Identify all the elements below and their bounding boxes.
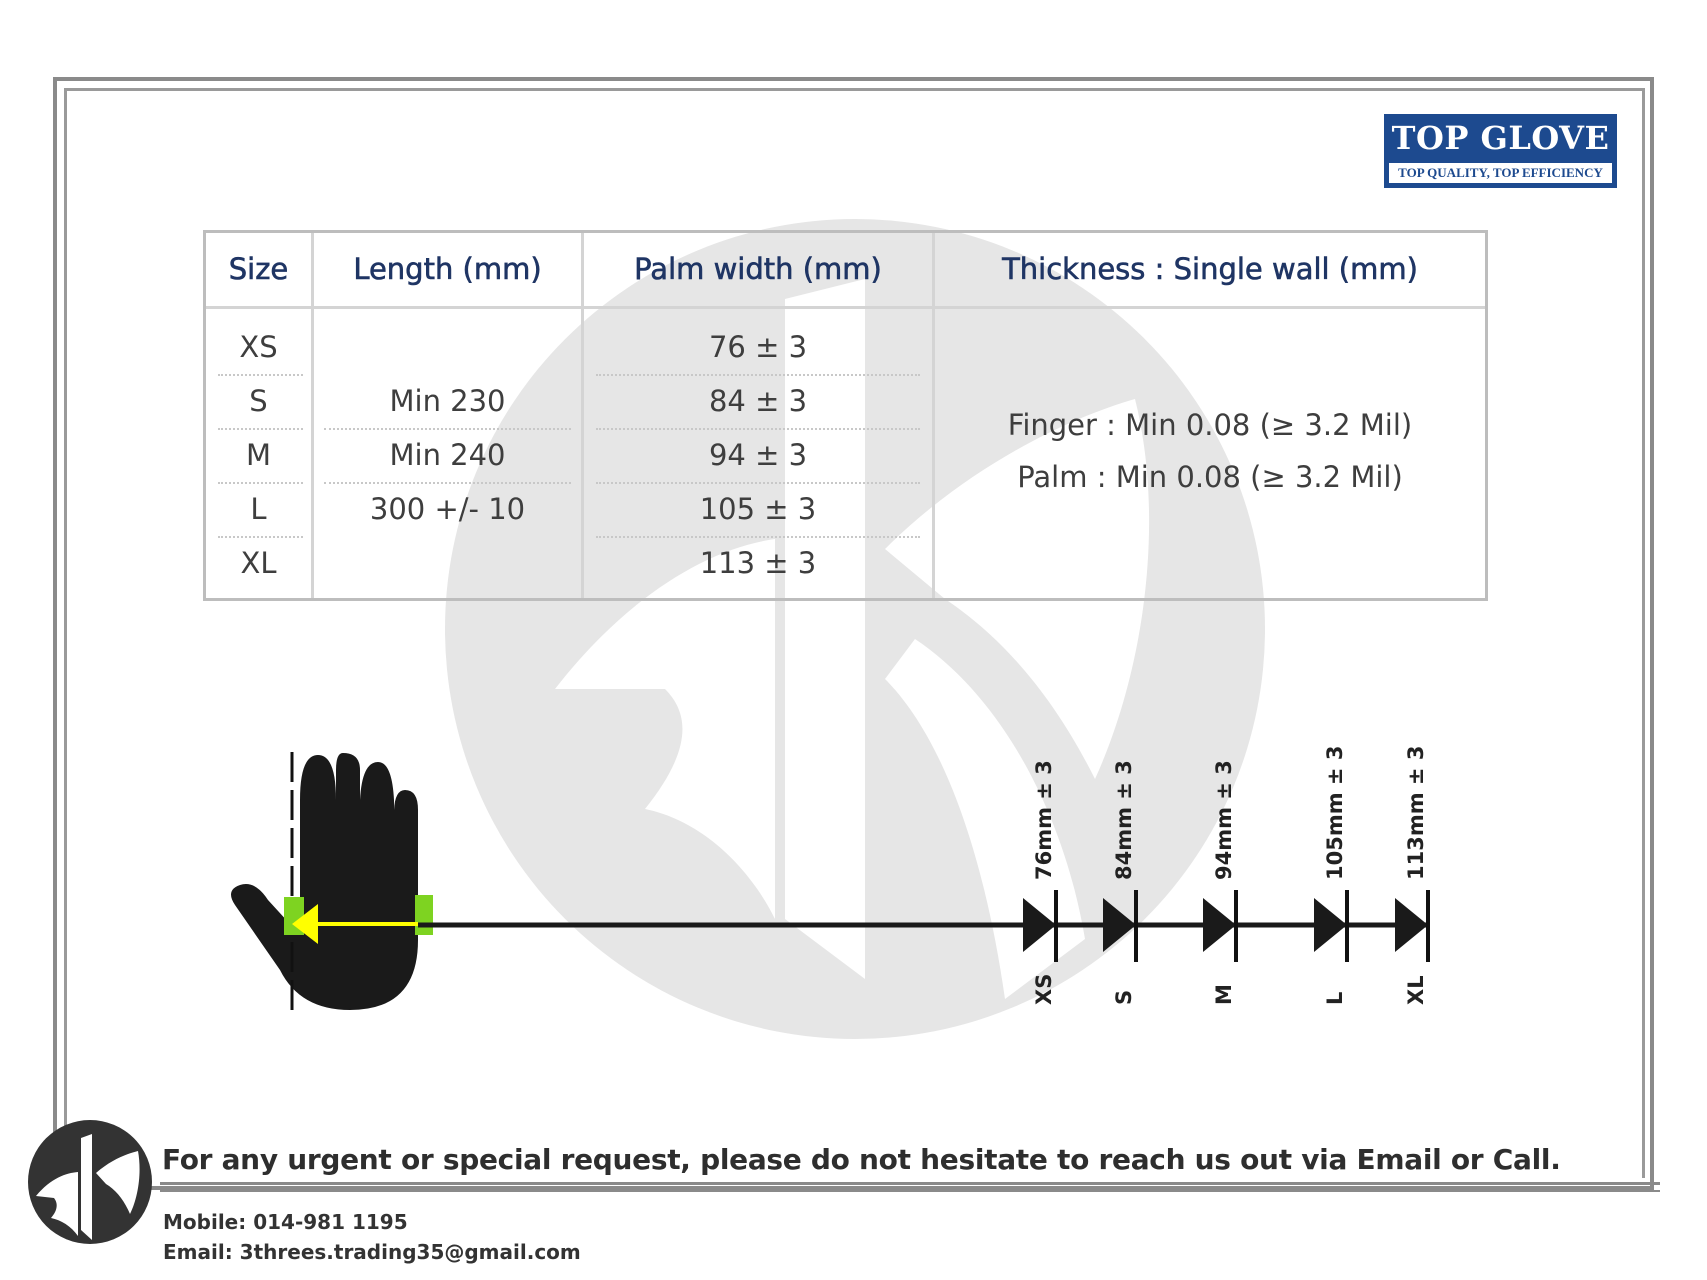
row-divider <box>218 428 303 430</box>
marker-width-label: 113mm ± 3 <box>1404 745 1428 880</box>
header-divider <box>206 306 1485 309</box>
glove-size-table: Size Length (mm) Palm width (mm) Thickne… <box>203 230 1488 601</box>
column-divider <box>932 233 935 598</box>
marker-triangle-icon <box>1395 898 1428 952</box>
page-frame-outer <box>53 77 1654 1190</box>
row-divider <box>596 482 920 484</box>
column-divider <box>311 233 314 598</box>
row-divider <box>596 374 920 376</box>
footer-divider <box>160 1182 1660 1185</box>
palm-width-cell: 105 ± 3 <box>699 492 817 526</box>
marker-width-label: 84mm ± 3 <box>1112 760 1136 880</box>
row-divider <box>596 428 920 430</box>
thickness-finger: Finger : Min 0.08 (≥ 3.2 Mil) <box>1007 408 1413 442</box>
marker-size-label: M <box>1212 984 1236 1005</box>
measure-marker-right <box>415 895 433 935</box>
palm-width-cell: 76 ± 3 <box>708 330 808 364</box>
header-thickness: Thickness : Single wall (mm) <box>1002 252 1418 287</box>
thickness-palm: Palm : Min 0.08 (≥ 3.2 Mil) <box>1017 460 1403 494</box>
measure-arrowhead-icon <box>292 904 318 944</box>
marker-triangle-icon <box>1314 898 1347 952</box>
row-divider <box>324 482 571 484</box>
row-divider <box>596 536 920 538</box>
header-palm-width: Palm width (mm) <box>634 252 882 287</box>
palm-width-cell: 113 ± 3 <box>699 546 817 580</box>
brand-name: TOP GLOVE <box>1391 119 1610 157</box>
row-divider <box>218 482 303 484</box>
marker-width-label: 94mm ± 3 <box>1212 760 1236 880</box>
length-cell: Min 230 <box>389 384 506 418</box>
contact-email: Email: 3threes.trading35@gmail.com <box>163 1240 581 1264</box>
marker-triangle-icon <box>1103 898 1136 952</box>
hand-icon <box>231 753 418 1010</box>
brand-tagline: TOP QUALITY, TOP EFFICIENCY <box>1389 163 1612 183</box>
page-frame-inner <box>64 88 1645 1178</box>
header-size: Size <box>228 252 289 287</box>
palm-width-cell: 84 ± 3 <box>708 384 808 418</box>
marker-size-label: S <box>1112 989 1136 1005</box>
top-glove-logo: TOP GLOVE TOP QUALITY, TOP EFFICIENCY <box>1384 114 1617 188</box>
length-cell: 300 +/- 10 <box>369 492 526 526</box>
size-cell: M <box>245 438 272 472</box>
marker-triangle-icon <box>1203 898 1236 952</box>
column-divider <box>581 233 584 598</box>
contact-mobile: Mobile: 014-981 1195 <box>163 1210 408 1234</box>
marker-width-label: 105mm ± 3 <box>1323 745 1347 880</box>
header-length: Length (mm) <box>353 252 542 287</box>
marker-triangle-icon <box>1023 898 1056 952</box>
row-divider <box>324 428 571 430</box>
company-logo <box>28 1120 152 1244</box>
row-divider <box>218 374 303 376</box>
size-cell: S <box>249 384 268 418</box>
size-cell: XL <box>240 546 277 580</box>
marker-width-label: 76mm ± 3 <box>1032 760 1056 880</box>
footer-message: For any urgent or special request, pleas… <box>162 1143 1561 1176</box>
marker-size-label: L <box>1323 991 1347 1005</box>
size-cell: L <box>250 492 267 526</box>
footer-divider <box>160 1190 1660 1192</box>
length-cell: Min 240 <box>389 438 506 472</box>
watermark-logo <box>445 219 1265 1039</box>
row-divider <box>218 536 303 538</box>
marker-size-label: XS <box>1032 973 1056 1005</box>
marker-size-label: XL <box>1404 975 1428 1005</box>
palm-width-cell: 94 ± 3 <box>708 438 808 472</box>
size-cell: XS <box>239 330 278 364</box>
